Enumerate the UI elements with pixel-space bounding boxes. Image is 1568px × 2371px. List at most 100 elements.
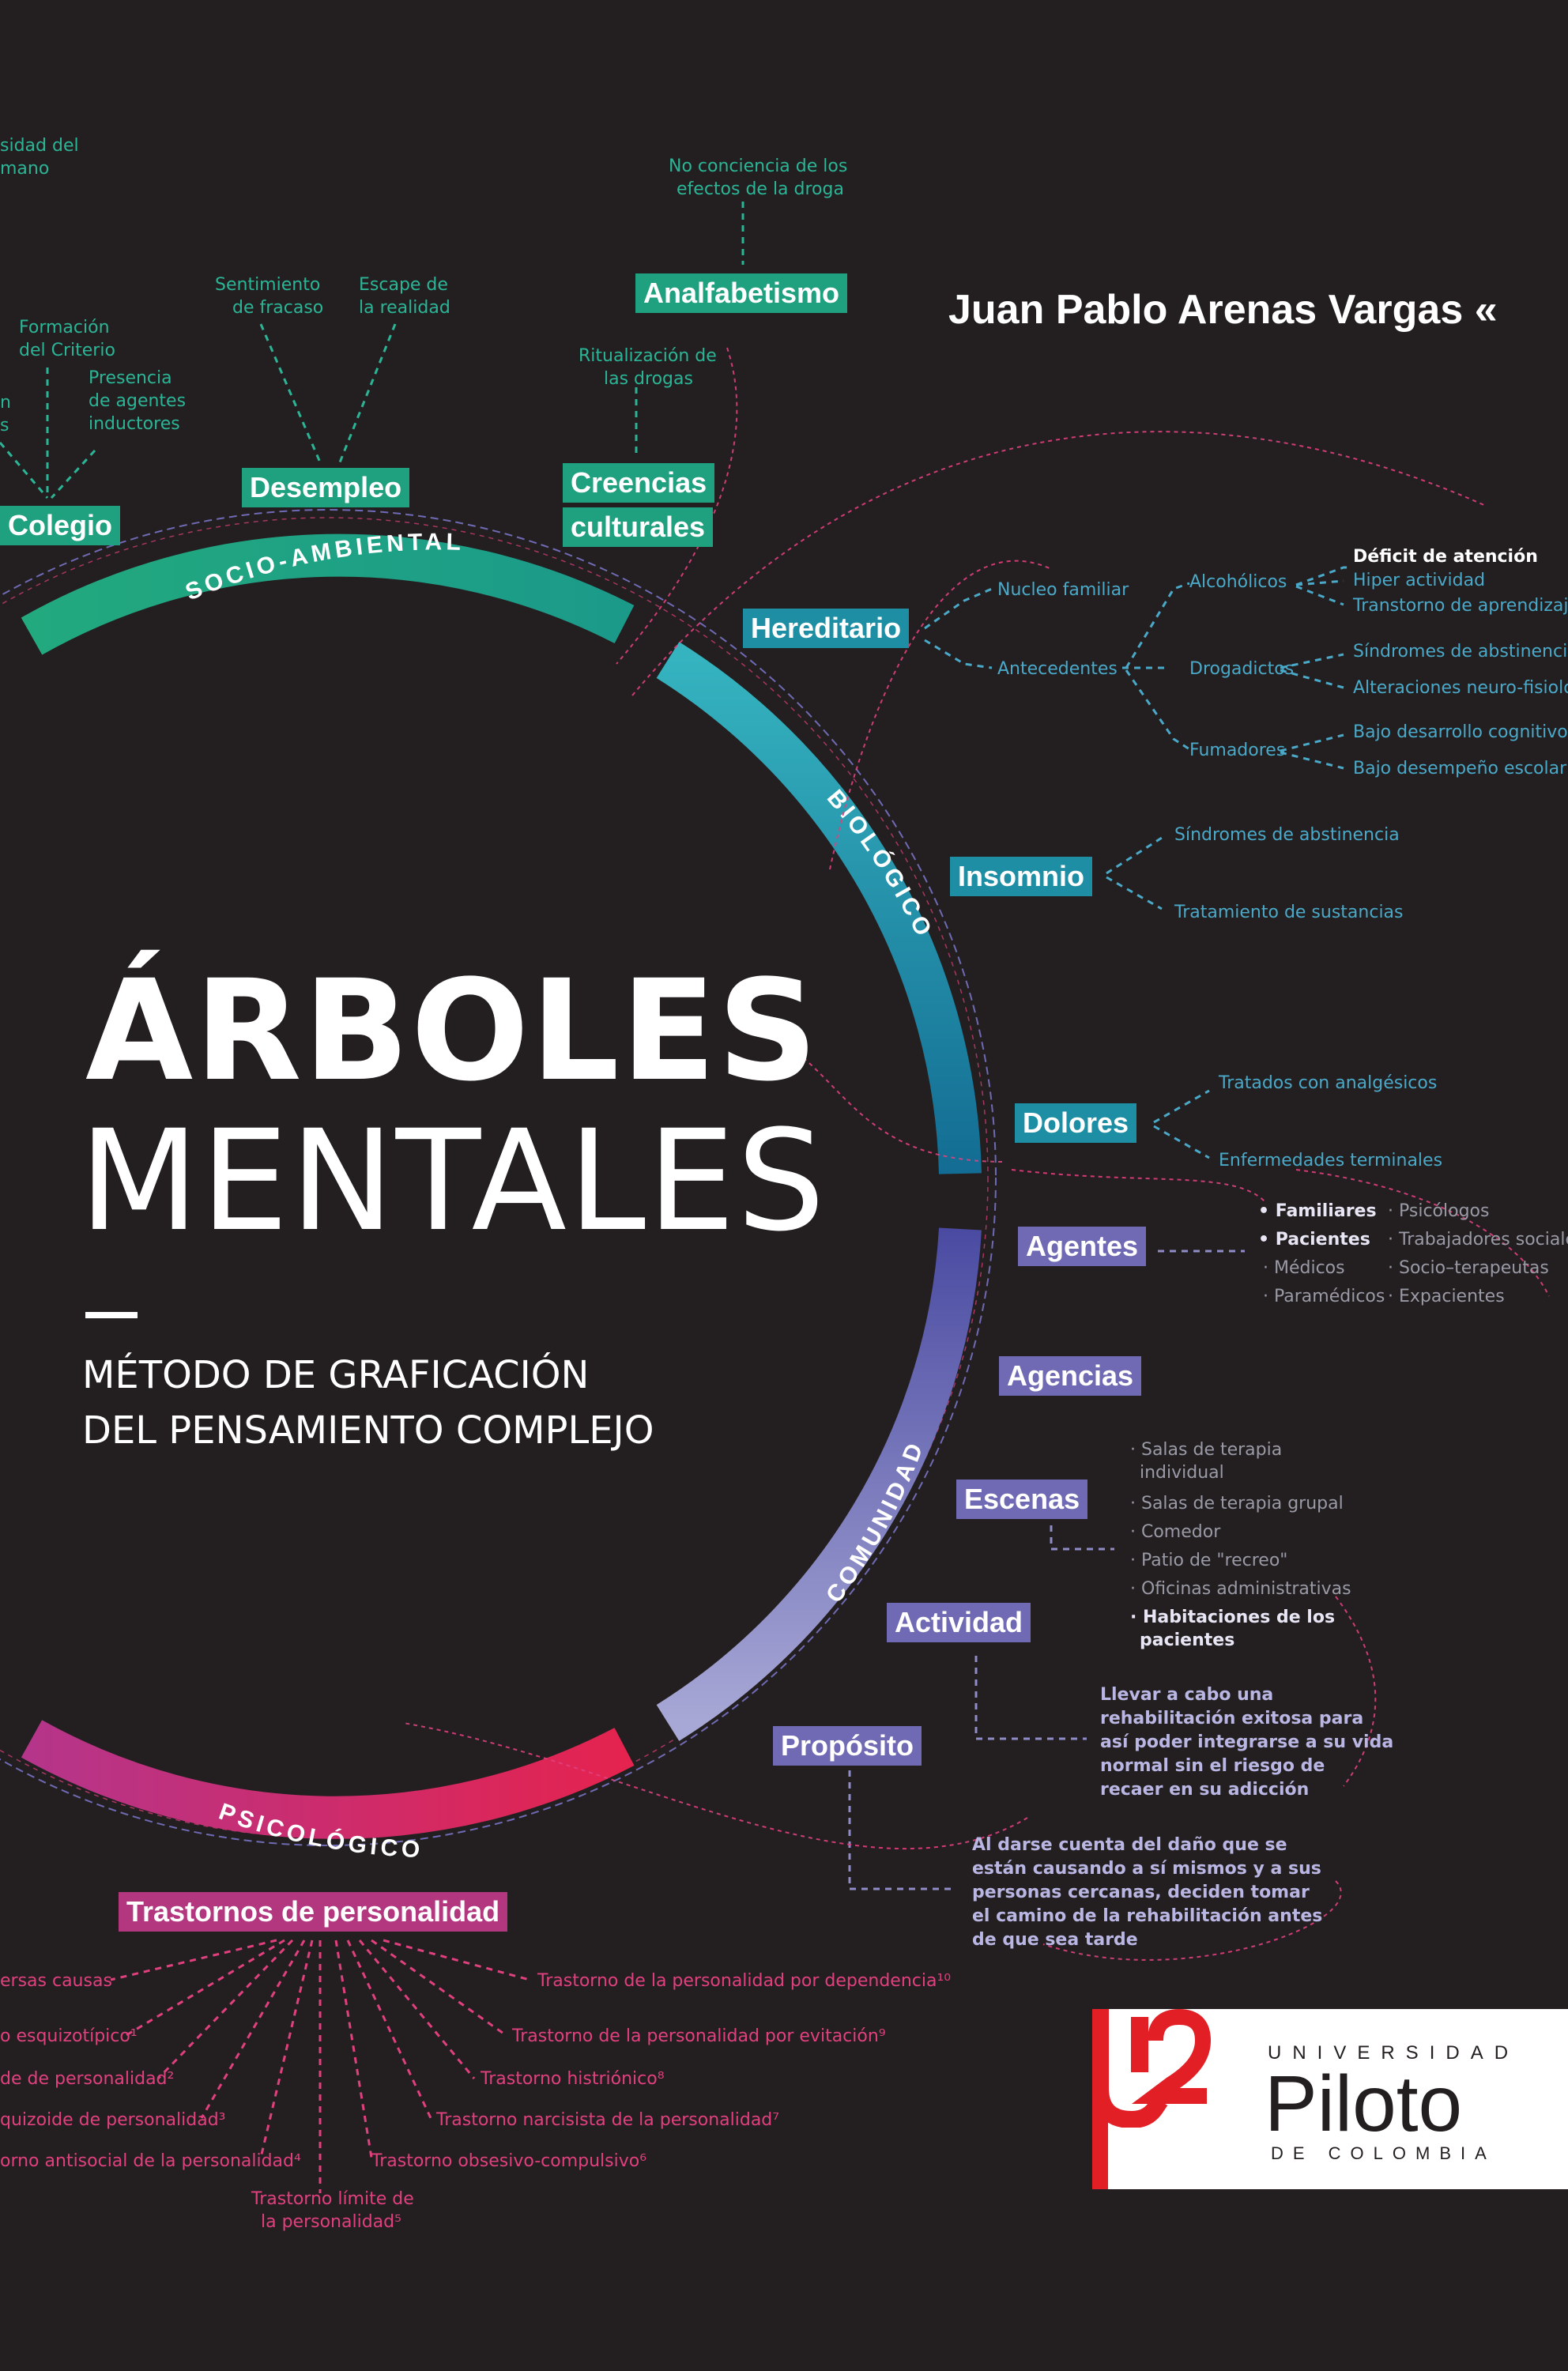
- escena-oficinas: · Oficinas administrativas: [1130, 1579, 1351, 1599]
- agentes-label: Agentes: [1018, 1227, 1147, 1266]
- escena-comedor: · Comedor: [1130, 1522, 1221, 1542]
- alteraciones-neuro: Alteraciones neuro-fisiológ: [1353, 678, 1568, 698]
- logo-piloto: Piloto: [1265, 2060, 1463, 2148]
- psi-left-5: orno antisocial de la personalidad⁴: [0, 2151, 301, 2171]
- bio-connectors: [924, 566, 1348, 1159]
- title-rule: [85, 1312, 138, 1318]
- actividad-text-1: Llevar a cabo una: [1100, 1685, 1274, 1705]
- agente-socio-terapeutas: · Socio–terapeutas: [1388, 1258, 1549, 1278]
- agente-paramedicos: · Paramédicos: [1263, 1287, 1385, 1306]
- author-name: Juan Pablo Arenas Vargas «: [948, 287, 1498, 333]
- psi-left-4: quizoide de personalidad³: [0, 2110, 226, 2130]
- proposito-text-4: el camino de la rehabilitación antes: [972, 1906, 1323, 1926]
- socio-topleft-2: mano: [0, 159, 50, 179]
- creencias-label: Creencias: [563, 463, 715, 503]
- proposito-text-1: Al darse cuenta del daño que se: [972, 1835, 1287, 1855]
- agente-familiares: • Familiares: [1258, 1201, 1377, 1221]
- escena-salas-ind-2: individual: [1140, 1463, 1224, 1483]
- socio-topleft-1: sidad del: [0, 136, 79, 156]
- subtitle-line-2: DEL PENSAMIENTO COMPLEJO: [82, 1408, 654, 1453]
- colegio-label: Colegio: [0, 506, 120, 545]
- outer-dashed-ring: [0, 509, 997, 1846]
- ring-segment-socio: [21, 533, 635, 655]
- ring-segment-psicologico: [21, 1720, 635, 1839]
- bajo-desempeno: Bajo desempeño escolar: [1353, 759, 1567, 778]
- desempleo-label: Desempleo: [242, 468, 410, 507]
- agente-pacientes: • Pacientes: [1258, 1230, 1370, 1250]
- alcoholicos: Alcohólicos: [1189, 572, 1287, 592]
- psi-right-1: Trastorno de la personalidad por depende…: [537, 1971, 952, 1991]
- title-line-2: MENTALES: [79, 1100, 827, 1262]
- socio-left-s: s: [0, 416, 9, 435]
- psi-right-5: Trastorno obsesivo-compulsivo⁶: [371, 2151, 647, 2171]
- noconciencia-2: efectos de la droga: [677, 179, 844, 199]
- proposito-label: Propósito: [773, 1726, 922, 1766]
- escena-salas-ind-1: · Salas de terapia: [1130, 1440, 1283, 1460]
- proposito-text-3: personas cercanas, deciden tomar: [972, 1883, 1310, 1902]
- sindromes-abstinencia-1: Síndromes de abstinencia: [1353, 642, 1568, 662]
- presencia-2: de agentes: [89, 391, 187, 411]
- fumadores: Fumadores: [1189, 741, 1286, 760]
- ring-segment-bio: [656, 642, 982, 1174]
- escape-1: Escape de: [359, 275, 448, 295]
- escena-habitaciones-1: · Habitaciones de los: [1130, 1608, 1336, 1627]
- actividad-text-2: rehabilitación exitosa para: [1100, 1709, 1364, 1728]
- psi-limite-1: Trastorno límite de: [251, 2189, 414, 2209]
- logo-universidad: UNIVERSIDAD: [1268, 2042, 1520, 2064]
- analfabetismo-label: Analfabetismo: [635, 273, 848, 313]
- ritualizacion-1: Ritualización de: [579, 346, 717, 366]
- logo-colombia: DE COLOMBIA: [1271, 2143, 1496, 2163]
- noconciencia-1: No conciencia de los: [669, 156, 848, 176]
- antecedentes: Antecedentes: [997, 659, 1118, 679]
- agente-medicos: · Médicos: [1263, 1258, 1345, 1278]
- psi-right-4: Trastorno narcisista de la personalidad⁷: [436, 2110, 780, 2130]
- proposito-text-2: están causando a sí mismos y a sus: [972, 1859, 1321, 1879]
- socio-connectors: [0, 202, 744, 499]
- psi-right-2: Trastorno de la personalidad por evitaci…: [512, 2026, 886, 2046]
- ritualizacion-2: las drogas: [604, 369, 693, 389]
- logo-mark-icon: [1092, 2009, 1211, 2128]
- pink-curves: [402, 347, 1550, 1961]
- tratados-analgesicos: Tratados con analgésicos: [1219, 1073, 1438, 1093]
- hiper-actividad: Hiper actividad: [1353, 571, 1486, 590]
- comunidad-connectors: [848, 1250, 1245, 1890]
- culturales-label: culturales: [563, 507, 714, 547]
- title-line-1: ÁRBOLES: [85, 950, 820, 1112]
- drogadictos: Drogadictos: [1189, 659, 1295, 679]
- psi-left-2: o esquizotípico¹: [0, 2026, 138, 2046]
- agente-trabajadores: · Trabajadores sociales: [1388, 1230, 1568, 1250]
- actividad-label: Actividad: [887, 1603, 1031, 1642]
- tratamiento-sustancias: Tratamiento de sustancias: [1174, 903, 1404, 922]
- enfermedades-terminales: Enfermedades terminales: [1219, 1151, 1443, 1170]
- nucleo-familiar: Nucleo familiar: [997, 580, 1129, 600]
- formacion-2: del Criterio: [19, 341, 115, 360]
- proposito-text-5: de que sea tarde: [972, 1930, 1138, 1950]
- subtitle-line-1: MÉTODO DE GRAFICACIÓN: [82, 1353, 590, 1397]
- presencia-3: inductores: [89, 414, 180, 434]
- escena-habitaciones-2: pacientes: [1140, 1630, 1235, 1650]
- ring-label-comunidad: COMUNIDAD: [821, 1436, 929, 1608]
- formacion-1: Formación: [19, 318, 110, 337]
- ring-segment-comunidad: [656, 1227, 982, 1741]
- agente-expacientes: · Expacientes: [1388, 1287, 1505, 1306]
- transtorno-aprendizaje: Transtorno de aprendizaje: [1353, 596, 1568, 616]
- actividad-text-5: recaer en su adicción: [1100, 1780, 1310, 1800]
- psi-left-3: de de personalidad²: [0, 2069, 175, 2089]
- deficit-atencion: Déficit de atención: [1353, 547, 1538, 567]
- dolores-label: Dolores: [1015, 1103, 1137, 1143]
- trastornos-label: Trastornos de personalidad: [119, 1892, 508, 1932]
- actividad-text-3: así poder integrarse a su vida: [1100, 1732, 1394, 1752]
- universidad-piloto-logo: UNIVERSIDAD Piloto DE COLOMBIA: [1092, 2009, 1568, 2189]
- escape-2: la realidad: [359, 298, 450, 318]
- actividad-text-4: normal sin el riesgo de: [1100, 1756, 1325, 1776]
- psi-limite-2: la personalidad⁵: [261, 2212, 401, 2232]
- psi-left-1: ersas causas: [0, 1971, 112, 1991]
- sindromes-abstinencia-2: Síndromes de abstinencia: [1174, 825, 1400, 845]
- escena-salas-grupal: · Salas de terapia grupal: [1130, 1494, 1344, 1513]
- escena-patio: · Patio de "recreo": [1130, 1551, 1288, 1570]
- socio-left-n: n: [0, 393, 11, 413]
- sentimiento-1: Sentimiento: [215, 275, 321, 295]
- sentimiento-2: de fracaso: [232, 298, 324, 318]
